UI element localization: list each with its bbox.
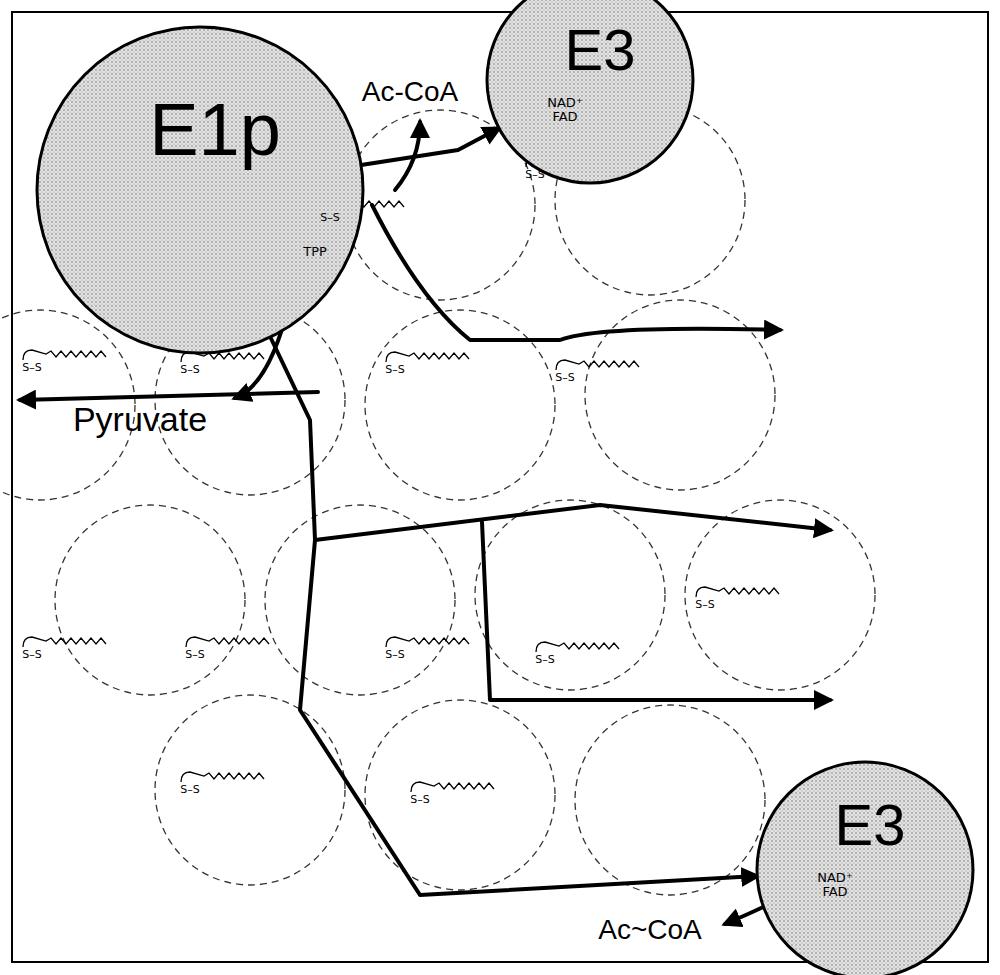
enzyme-name: E3 [835, 795, 906, 856]
enzyme-circle: E3NAD⁺ FAD [755, 760, 975, 975]
disulfide-label: S–S [525, 169, 544, 181]
product-label: Ac~CoA [598, 915, 702, 944]
disulfide-label: S–S [22, 362, 41, 374]
lipoyl-arm [386, 637, 469, 647]
lipoyl-arm [536, 642, 619, 652]
disulfide-label: S–S [180, 364, 199, 376]
disulfide-label: S–S [555, 372, 574, 384]
disulfide-label: S–S [180, 784, 199, 796]
disulfide-label: S–S [185, 649, 204, 661]
frame [12, 12, 988, 962]
lipoyl-arm [23, 350, 106, 360]
cofactor-label: NAD⁺ FAD [547, 96, 583, 123]
cofactor-label: TPP [303, 245, 327, 259]
lipoyl-arm [181, 772, 264, 782]
enzyme-outline [35, 25, 365, 355]
substrate-label: Pyruvate [73, 402, 207, 438]
disulfide-label: S–S [22, 649, 41, 661]
disulfide-label: S–S [385, 649, 404, 661]
lipoyl-arm [186, 637, 269, 647]
enzyme-name: E3 [565, 20, 636, 81]
enzyme-name: E1p [149, 91, 281, 169]
disulfide-label: S–S [385, 364, 404, 376]
lipoyl-arm [23, 637, 106, 647]
disulfide-label: S–S [320, 212, 339, 224]
cofactor-label: NAD⁺ FAD [817, 871, 853, 898]
disulfide-label: S–S [410, 794, 429, 806]
enzyme-outline [755, 760, 975, 975]
lipoyl-arm [386, 352, 469, 362]
lipoyl-arm [696, 587, 779, 597]
enzyme-circle: E3NAD⁺ FAD [485, 0, 695, 185]
enzyme-circle: E1pTPP [35, 25, 365, 355]
transfer-path [361, 128, 499, 165]
product-label: Ac-CoA [362, 77, 458, 106]
transfer-path [270, 337, 757, 895]
lipoyl-arm [556, 360, 639, 370]
disulfide-label: S–S [535, 654, 554, 666]
lipoyl-arm [411, 782, 494, 792]
disulfide-label: S–S [695, 599, 714, 611]
